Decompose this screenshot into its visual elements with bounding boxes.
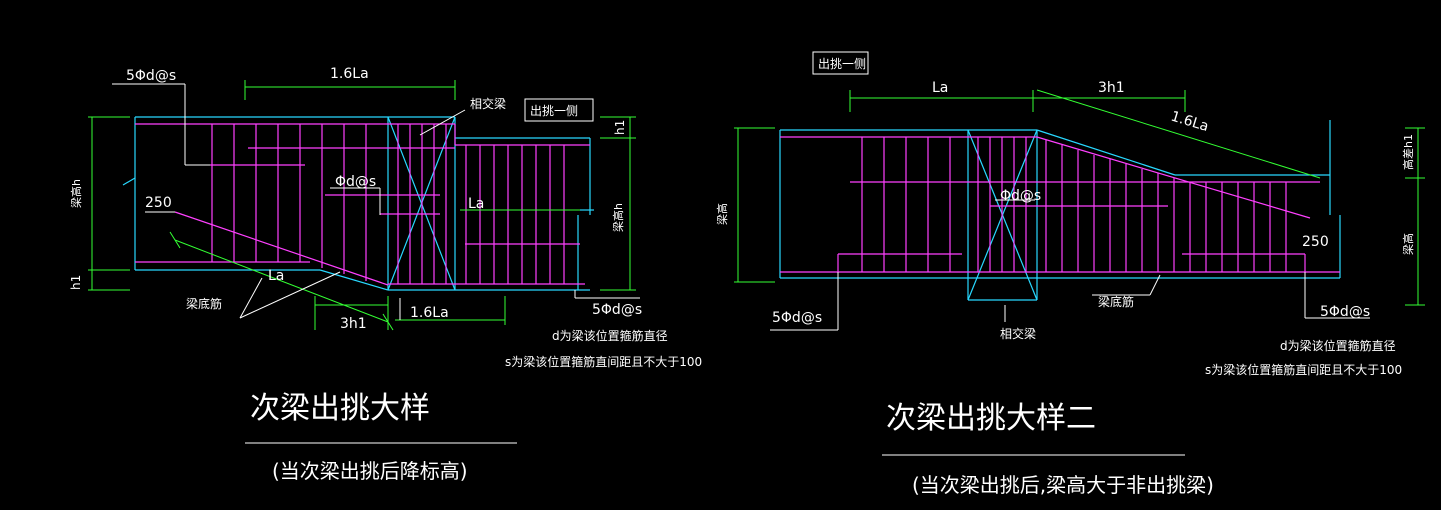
detail1-dim-beam-h-right-label: 梁高h: [611, 203, 625, 232]
detail2-intersect-beam-label: 相交梁: [1000, 326, 1036, 341]
detail1-dim-h1-top-label: h1: [613, 120, 627, 135]
detail2-stirrup-right-label: 5Φd@s: [1320, 304, 1370, 320]
detail1-dim-top-label: 1.6La: [330, 66, 369, 82]
detail1-subtitle: (当次梁出挑后降标高): [272, 459, 468, 483]
detail1-drawing: 5Φd@s 1.6La 相交梁 出挑一侧 Φd@s La 250 La 梁底筋 …: [69, 66, 702, 483]
detail1-note-s: s为梁该位置箍筋直间距且不大于100: [505, 354, 702, 369]
detail2-dim-16la-label: 1.6La: [1169, 109, 1211, 136]
detail1-dim-h1-left-label: h1: [69, 275, 83, 290]
detail2-beam-outline: [779, 120, 1341, 301]
detail2-note-s: s为梁该位置箍筋直间距且不大于100: [1205, 362, 1402, 377]
detail2-dim-beam-h-left-label: 梁高: [715, 203, 729, 225]
detail1-beam-bottom-bar-label: 梁底筋: [186, 296, 222, 311]
detail2-leaders: [770, 51, 1370, 456]
detail1-cantilever-side-label: 出挑一侧: [530, 104, 578, 118]
detail2-beam-bottom-bar-label: 梁底筋: [1098, 294, 1134, 309]
detail1-stirrup-right-label: 5Φd@s: [592, 302, 642, 318]
detail2-rebar: [780, 136, 1340, 273]
detail1-dim-la-right-label: La: [468, 196, 484, 212]
detail2-dim-3h1-label: 3h1: [1098, 80, 1125, 96]
detail2-dim-h1-right-label: 高差h1: [1401, 134, 1415, 170]
detail1-dim-3h1-label: 3h1: [340, 316, 367, 332]
detail2-cantilever-side-label: 出挑一侧: [818, 57, 866, 71]
detail1-stirrup-left-label: 5Φd@s: [126, 68, 176, 84]
detail2-text: 出挑一侧 La 3h1 1.6La Φd@s 250 5Φd@s 相交梁 梁底筋…: [715, 57, 1415, 497]
detail1-text: 5Φd@s 1.6La 相交梁 出挑一侧 Φd@s La 250 La 梁底筋 …: [69, 66, 702, 483]
detail2-dim-la-label: La: [932, 80, 948, 96]
detail2-subtitle: (当次梁出挑后,梁高大于非出挑梁): [912, 473, 1214, 497]
detail1-note-d: d为梁该位置箍筋直径: [552, 328, 668, 343]
detail2-drawing: 出挑一侧 La 3h1 1.6La Φd@s 250 5Φd@s 相交梁 梁底筋…: [715, 51, 1425, 497]
detail2-note-d: d为梁该位置箍筋直径: [1280, 338, 1396, 353]
detail1-beam-outline: [122, 116, 594, 291]
detail1-rebar: [135, 123, 590, 286]
detail1-intersect-beam-label: 相交梁: [470, 96, 506, 111]
detail2-dimensions: [734, 89, 1425, 306]
detail1-title: 次梁出挑大样: [250, 391, 430, 426]
detail1-dimensions: [88, 80, 636, 331]
detail1-dim-250-label: 250: [145, 195, 172, 211]
detail1-dim-la-slant-label: La: [268, 268, 284, 284]
detail1-dim-beam-h-left-label: 梁高h: [69, 179, 83, 208]
detail2-stirrup-mid-label: Φd@s: [1000, 188, 1041, 204]
detail2-dim-beam-h-right-label: 梁高: [1401, 233, 1415, 255]
detail1-stirrup-mid-label: Φd@s: [335, 174, 376, 190]
detail1-leaders: [112, 83, 640, 444]
detail2-stirrup-left-label: 5Φd@s: [772, 310, 822, 326]
detail2-dim-250-label: 250: [1302, 234, 1329, 250]
detail2-title: 次梁出挑大样二: [886, 401, 1096, 436]
detail1-dim-bottom-16la-label: 1.6La: [410, 305, 449, 321]
